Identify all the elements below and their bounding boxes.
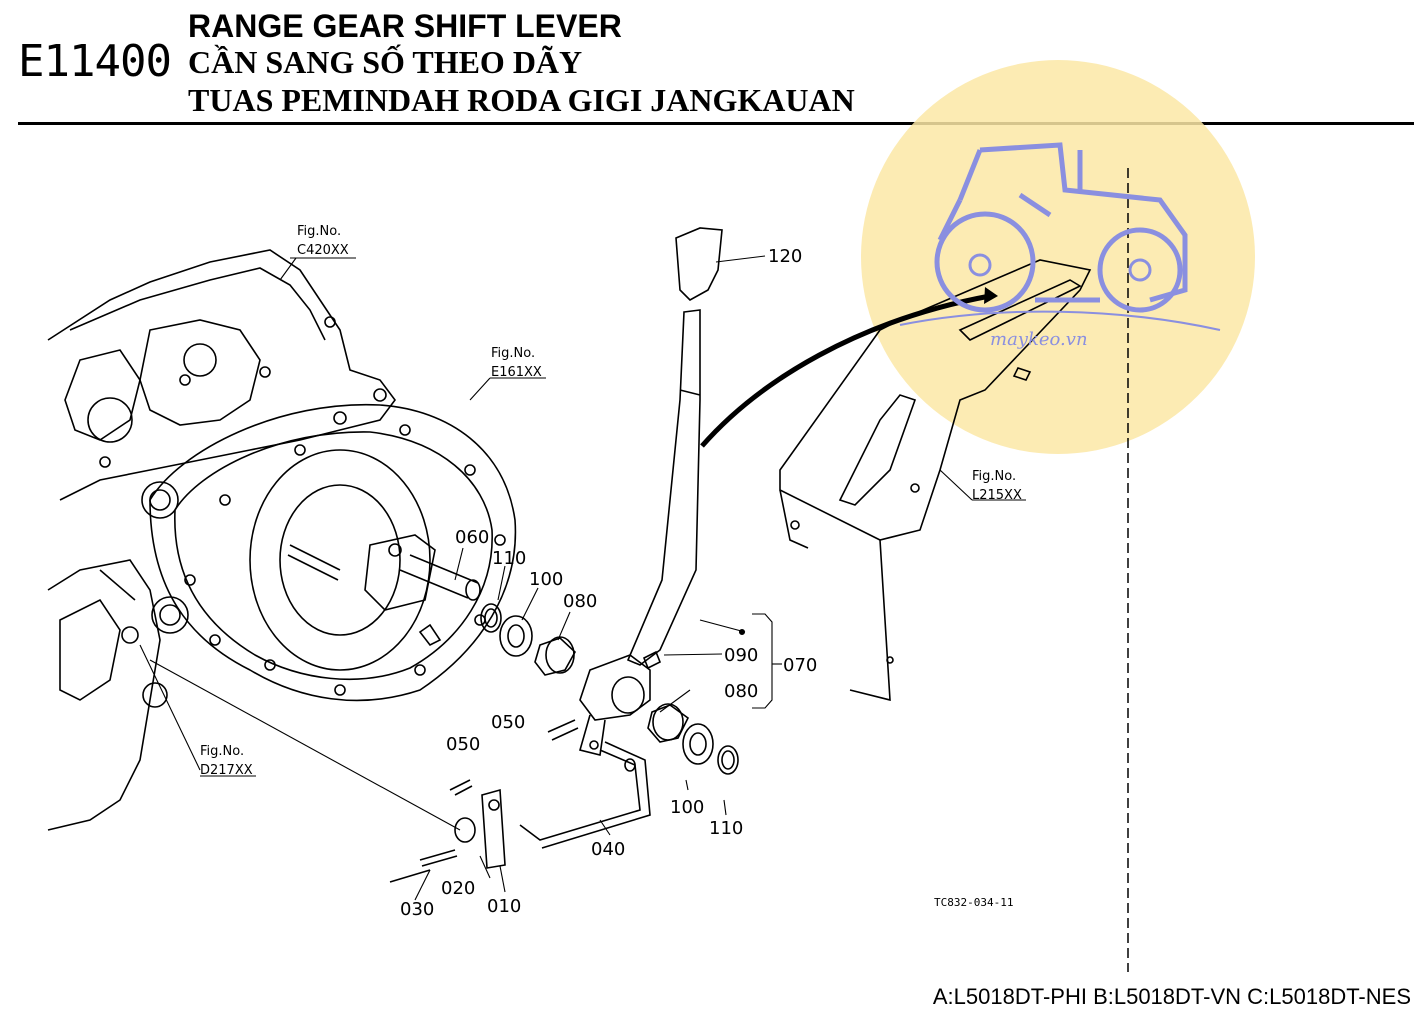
section-code: E11400 [18,36,172,87]
watermark-circle [861,60,1255,454]
part-label-050-left: 050 [446,734,480,755]
part-label-100-upper: 100 [529,569,563,590]
fig-ref-l215-line1: Fig.No. [972,469,1016,484]
fig-ref-l215-line2: L215XX [972,488,1022,503]
part-label-050-right: 050 [491,712,525,733]
leader-lines [139,255,1026,901]
detail-arrowhead [984,287,998,304]
fig-ref-d217-line2: D217XX [200,763,253,778]
part-label-060: 060 [455,527,489,548]
part-080-100-110-lower [647,703,739,775]
part-010-block [389,719,579,883]
part-label-040: 040 [591,839,625,860]
part-label-120: 120 [768,246,802,267]
part-label-100-lower: 100 [670,797,704,818]
part-060-shaft [364,534,481,647]
fig-ref-c420-line2: C420XX [297,243,349,258]
part-label-020: 020 [441,878,475,899]
watermark-swoosh [899,310,1221,331]
part-label-030: 030 [400,899,434,920]
part-label-080-lower: 080 [724,681,758,702]
part-label-070: 070 [783,655,817,676]
model-applicability: A:L5018DT-PHI B:L5018DT-VN C:L5018DT-NES [932,984,1411,1009]
part-label-110-lower: 110 [709,818,743,839]
watermark-logo [934,142,1188,313]
part-label-010: 010 [487,896,521,917]
watermark-text: maykeo.vn [990,329,1088,350]
detail-arrow [700,293,991,448]
title-vietnamese: CẦN SANG SỐ THEO DÃY [188,44,583,80]
watermark-wheel-hub [968,253,992,277]
part-110-100-080-upper [480,603,577,676]
fig-ref-e161-line2: E161XX [491,365,542,380]
title-indonesian: TUAS PEMINDAH RODA GIGI JANGKAUAN [188,82,855,118]
part-label-080-upper: 080 [563,591,597,612]
fig-ref-d217-line1: Fig.No. [200,744,244,759]
drawing-code: TC832-034-11 [934,896,1013,909]
part-label-090: 090 [724,645,758,666]
part-boss-linkage [519,650,662,849]
fig-ref-e161-line1: Fig.No. [491,346,535,361]
header-rule [18,122,1414,125]
part-120-lever [626,227,723,666]
fig-ref-c420-line1: Fig.No. [297,224,341,239]
watermark-wheel-hub-rear [1128,258,1152,282]
part-label-110-upper: 110 [492,548,526,569]
title-english: RANGE GEAR SHIFT LEVER [188,8,622,44]
